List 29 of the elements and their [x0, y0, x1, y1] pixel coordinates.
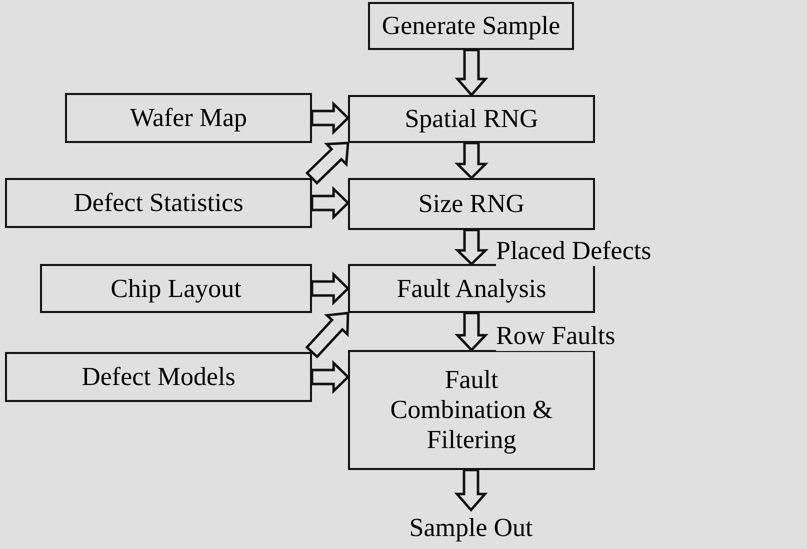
- process-box: [348, 95, 595, 143]
- box-label: Generate Sample: [382, 11, 560, 41]
- box-label: Spatial RNG: [404, 104, 538, 134]
- box-label: Chip Layout: [110, 274, 242, 304]
- block-arrow: [454, 312, 488, 352]
- box-label: Defect Statistics: [74, 188, 244, 218]
- block-arrow: [454, 228, 489, 266]
- block-arrow: [310, 101, 350, 135]
- block-arrow: [310, 272, 350, 306]
- process-box: [5, 352, 312, 402]
- block-arrow: [454, 142, 489, 180]
- box-label: Wafer Map: [130, 103, 247, 133]
- block-arrow: [454, 468, 488, 512]
- process-box: [40, 264, 312, 313]
- process-box: [348, 178, 595, 230]
- process-box: [65, 93, 312, 143]
- block-arrow: [310, 186, 350, 220]
- box-label: Fault Analysis: [396, 274, 546, 304]
- box-label: Defect Models: [82, 362, 236, 392]
- output-label: Sample Out: [409, 513, 533, 543]
- block-arrow: [310, 360, 350, 394]
- process-box: [368, 2, 574, 50]
- block-arrow: [305, 312, 350, 358]
- box-label: Size RNG: [418, 189, 525, 219]
- box-label: Fault Combination & Filtering: [389, 365, 554, 455]
- process-box: [348, 350, 595, 470]
- block-arrow: [454, 48, 488, 97]
- block-arrow: [305, 142, 350, 185]
- process-box: [5, 178, 312, 228]
